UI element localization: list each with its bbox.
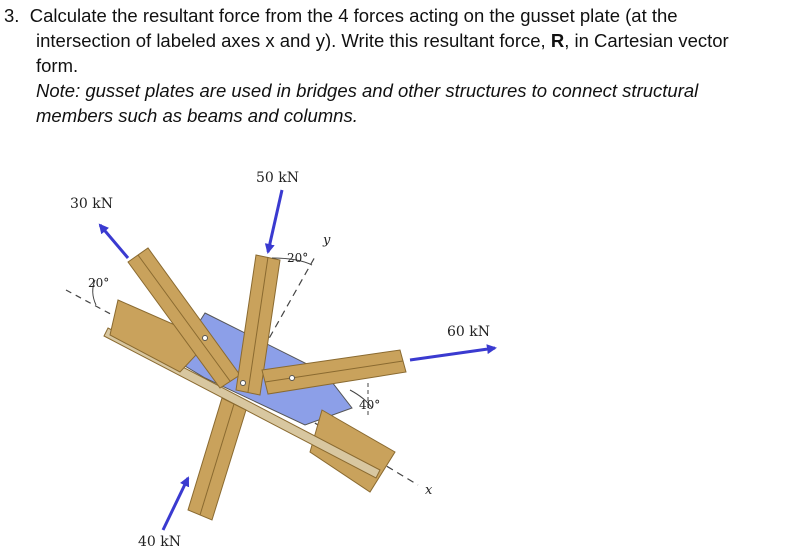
problem-number: 3. (4, 5, 20, 26)
angle-label-upper-left: 20° (88, 276, 109, 290)
angle-arc-top (271, 257, 313, 266)
problem-line-3: form. (36, 55, 79, 76)
member-upper-left-edge (137, 254, 231, 382)
label-30kn: 30 kN (70, 196, 113, 212)
rivet (240, 380, 246, 386)
beam-lower-right (309, 409, 396, 493)
angle-arc-right (349, 389, 373, 409)
member-right-edge (264, 360, 404, 383)
angle-label-top: 20° (287, 251, 308, 265)
label-60kn: 60 kN (447, 324, 490, 340)
reference-line-upper-left (65, 289, 119, 319)
axis-label-y: y (322, 233, 331, 248)
problem-statement: 3. Calculate the resultant force from th… (4, 3, 809, 128)
problem-text-2a: intersection of labeled axes x and y). W… (36, 30, 551, 51)
beam-upper-left (109, 299, 197, 373)
force-arrow-30kn (98, 223, 130, 259)
member-top-edge (247, 256, 269, 393)
problem-text-2b: , in Cartesian vector (564, 30, 729, 51)
label-50kn: 50 kN (256, 170, 299, 186)
note-line-2: members such as beams and columns. (36, 105, 358, 126)
problem-line-1: 3. Calculate the resultant force from th… (4, 3, 809, 28)
rivet (202, 335, 208, 341)
resultant-symbol: R (550, 30, 565, 51)
member-bottom-edge (199, 403, 235, 516)
problem-text-1: Calculate the resultant force from the 4… (29, 5, 678, 26)
force-arrow-60kn (409, 344, 497, 362)
force-arrow-40kn (161, 476, 190, 531)
angle-arc-upper-left (92, 279, 97, 306)
force-arrow-50kn (264, 189, 284, 254)
label-40kn: 40 kN (138, 534, 181, 550)
axis-label-x: x (425, 483, 433, 498)
angle-label-right: 40° (359, 398, 380, 412)
note-line-1: Note: gusset plates are used in bridges … (36, 80, 699, 101)
rivet (289, 375, 295, 381)
problem-line-2: intersection of labeled axes x and y). W… (4, 28, 809, 53)
